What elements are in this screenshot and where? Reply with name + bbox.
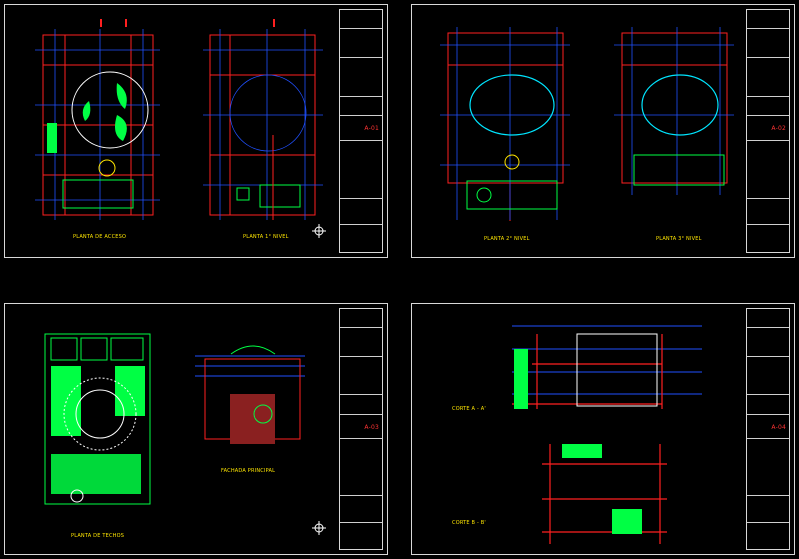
label-planta-techos: PLANTA DE TECHOS <box>71 533 125 539</box>
label-corte-a: CORTE A - A' <box>452 406 486 412</box>
north-arrow-icon <box>312 224 326 238</box>
sheet-a04: CORTE A - A' CORTE B - B' A-04 <box>411 303 795 555</box>
sheet-number: A-04 <box>771 423 786 431</box>
label-planta-2-nivel: PLANTA 2° NIVEL <box>484 236 530 242</box>
label-corte-b: CORTE B - B' <box>452 520 486 526</box>
title-block: A-02 <box>746 9 790 253</box>
sheet-a02-drawing <box>440 27 734 221</box>
sheet-a01-drawing <box>35 19 326 238</box>
title-block: A-01 <box>339 9 383 253</box>
label-planta-1-nivel: PLANTA 1° NIVEL <box>243 234 289 240</box>
sheet-a01: PLANTA DE ACCESO PLANTA 1° NIVEL A-01 <box>4 4 388 258</box>
label-fachada-principal: FACHADA PRINCIPAL <box>221 468 276 474</box>
sheet-number: A-02 <box>771 125 786 133</box>
title-block: A-03 <box>339 308 383 550</box>
label-planta-3-nivel: PLANTA 3° NIVEL <box>656 236 702 242</box>
label-planta-acceso: PLANTA DE ACCESO <box>73 234 127 240</box>
sheet-number: A-03 <box>364 423 379 431</box>
sheet-a02: PLANTA 2° NIVEL PLANTA 3° NIVEL A-02 <box>411 4 795 258</box>
north-arrow-icon <box>312 521 326 535</box>
sheet-a03-drawing <box>44 333 326 535</box>
sheet-number: A-01 <box>364 125 379 133</box>
sheet-a03: PLANTA DE TECHOS FACHADA PRINCIPAL A-03 <box>4 303 388 555</box>
title-block: A-04 <box>746 308 790 550</box>
sheet-a04-drawing <box>512 325 702 544</box>
